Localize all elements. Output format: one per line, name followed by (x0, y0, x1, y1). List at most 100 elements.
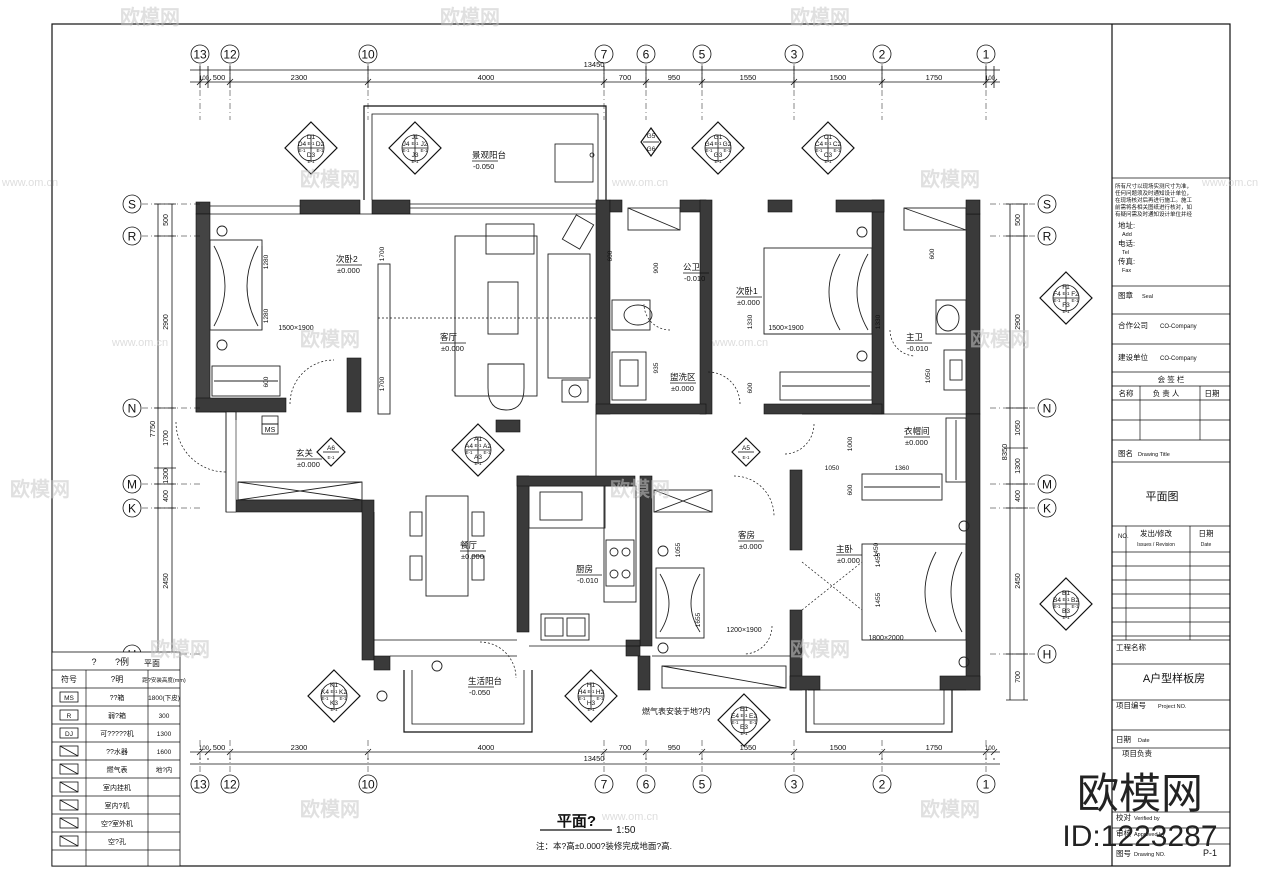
watermark-brand: 欧模网 (300, 167, 360, 191)
grid-bubble-label: H (1043, 648, 1052, 662)
dim-segment-label: 1750 (926, 743, 943, 752)
index-sheet: E-1 (1062, 615, 1070, 620)
legend-height: 1600 (157, 749, 172, 756)
inner-dimension: 600 (747, 382, 754, 393)
dim-segment-label: 500 (213, 73, 226, 82)
inner-dimension: 900 (653, 262, 660, 273)
watermark-big-brand: 欧模网 (1077, 770, 1203, 817)
dim-segment-label: 1550 (740, 73, 757, 82)
grid-bubble-label: 1 (983, 778, 990, 792)
grid-bubble (190, 44, 210, 64)
bed-size: 1500×1900 (768, 325, 803, 332)
room-name-bed1: 次卧1 (736, 286, 758, 296)
grid-bubble (358, 774, 378, 794)
index-label: C1 (824, 134, 833, 141)
grid-bubble (1037, 194, 1057, 214)
watermark-brand: 欧模网 (120, 5, 180, 29)
dim-total-label: 8350 (1000, 444, 1009, 461)
dim-segment-label: 500 (1015, 214, 1022, 226)
sign-header: 负 责 人 (1153, 388, 1180, 398)
index-label: K3 (330, 700, 338, 707)
grid-bubble (872, 774, 892, 794)
legend-desc: 可?????机 (100, 729, 133, 738)
furniture (209, 207, 970, 702)
grid-bubble-label: 13 (193, 778, 207, 792)
index-label: J4 (403, 141, 410, 148)
index-sheet: E-1 (298, 148, 306, 153)
sign-header: 名称 (1119, 388, 1135, 398)
legend-symbol-box (59, 817, 79, 829)
grid-bubble (1037, 644, 1057, 664)
room-name-wash: 盥洗区 (670, 372, 696, 382)
legend-symbol-box (59, 763, 79, 775)
dim-segment-label: 1550 (740, 743, 757, 752)
watermark-brand: 欧模网 (790, 5, 850, 29)
room-name-bath_pub: 公卫 (683, 262, 701, 272)
dim-segment-label: 500 (163, 214, 170, 226)
index-label: B2 (1071, 597, 1079, 604)
dim-segment-label: 1750 (926, 73, 943, 82)
index-diamond (717, 693, 771, 747)
index-label: F4 (1053, 291, 1061, 298)
index-label: F2 (1071, 291, 1079, 298)
index-sheet: E-1 (307, 141, 315, 146)
drawing-number: P-1 (1203, 848, 1217, 858)
inner-dimension: 600 (929, 248, 936, 259)
room-level-closet: ±0.000 (905, 438, 928, 447)
legend-symbol-box (59, 709, 79, 721)
dim-tick-mark (600, 748, 608, 756)
index-label: K1 (330, 682, 338, 689)
legend-symbol: MS (64, 695, 74, 702)
title-block-label: 日期 (1116, 735, 1131, 744)
inner-dimension: 1655 (695, 612, 702, 627)
dim-tick-mark (196, 748, 204, 756)
index-sheet: E-1 (740, 731, 748, 736)
index-sheet: E-1 (316, 148, 324, 153)
legend-title: 平面 (144, 659, 160, 668)
grid-bubble-label: R (1043, 230, 1052, 244)
grid-bubble-label: 13 (193, 48, 207, 62)
room-name-bed2: 次卧2 (336, 254, 358, 264)
grid-bubble (122, 474, 142, 494)
dim-segment-label: 1050 (1015, 420, 1022, 436)
grid-bubble-label: K (128, 502, 136, 516)
top-balcony-outline (210, 105, 607, 209)
watermark-brand: 欧模网 (150, 637, 210, 661)
room-name-closet: 衣帽间 (904, 426, 930, 436)
room-name-laundry: 生活阳台 (468, 676, 502, 686)
legend-symbol-box (59, 691, 79, 703)
dim-segment-label: 1700 (163, 430, 170, 446)
index-sheet: E-1 (1062, 309, 1070, 314)
index-label: B1 (1062, 590, 1070, 597)
plan-scale: 1:50 (616, 825, 636, 836)
index-label: J3 (412, 152, 419, 159)
title-block-label: 校对 (1116, 812, 1132, 822)
legend-symbol-mark (59, 763, 79, 775)
inner-dimension: 1280 (263, 308, 270, 323)
index-label: G4 (705, 141, 714, 148)
index-sheet: E-1 (723, 148, 731, 153)
inner-dimension: 1330 (875, 314, 882, 329)
inner-dimension: 935 (653, 362, 660, 373)
inner-dimension: 1700 (379, 246, 386, 261)
index-sheet: E-1 (1053, 604, 1061, 609)
watermark-url: www.om.cn (611, 177, 668, 189)
index-label: C4 (815, 141, 824, 148)
title-block-en: Project NO. (1158, 704, 1187, 710)
grid-bubble-label: 5 (699, 48, 706, 62)
dim-segment-label: 1300 (1015, 458, 1022, 474)
index-label: G5 (647, 133, 656, 140)
index-sheet: E-1 (705, 148, 713, 153)
inner-dimension: 600 (263, 376, 270, 387)
room-name-bath_master: 主卫 (906, 332, 924, 342)
bed-size: 1200×1900 (726, 627, 761, 634)
index-sheet: E-1 (578, 696, 586, 701)
watermark-url: www.om.cn (1201, 177, 1258, 189)
title-block-en: Tel (1122, 250, 1129, 256)
